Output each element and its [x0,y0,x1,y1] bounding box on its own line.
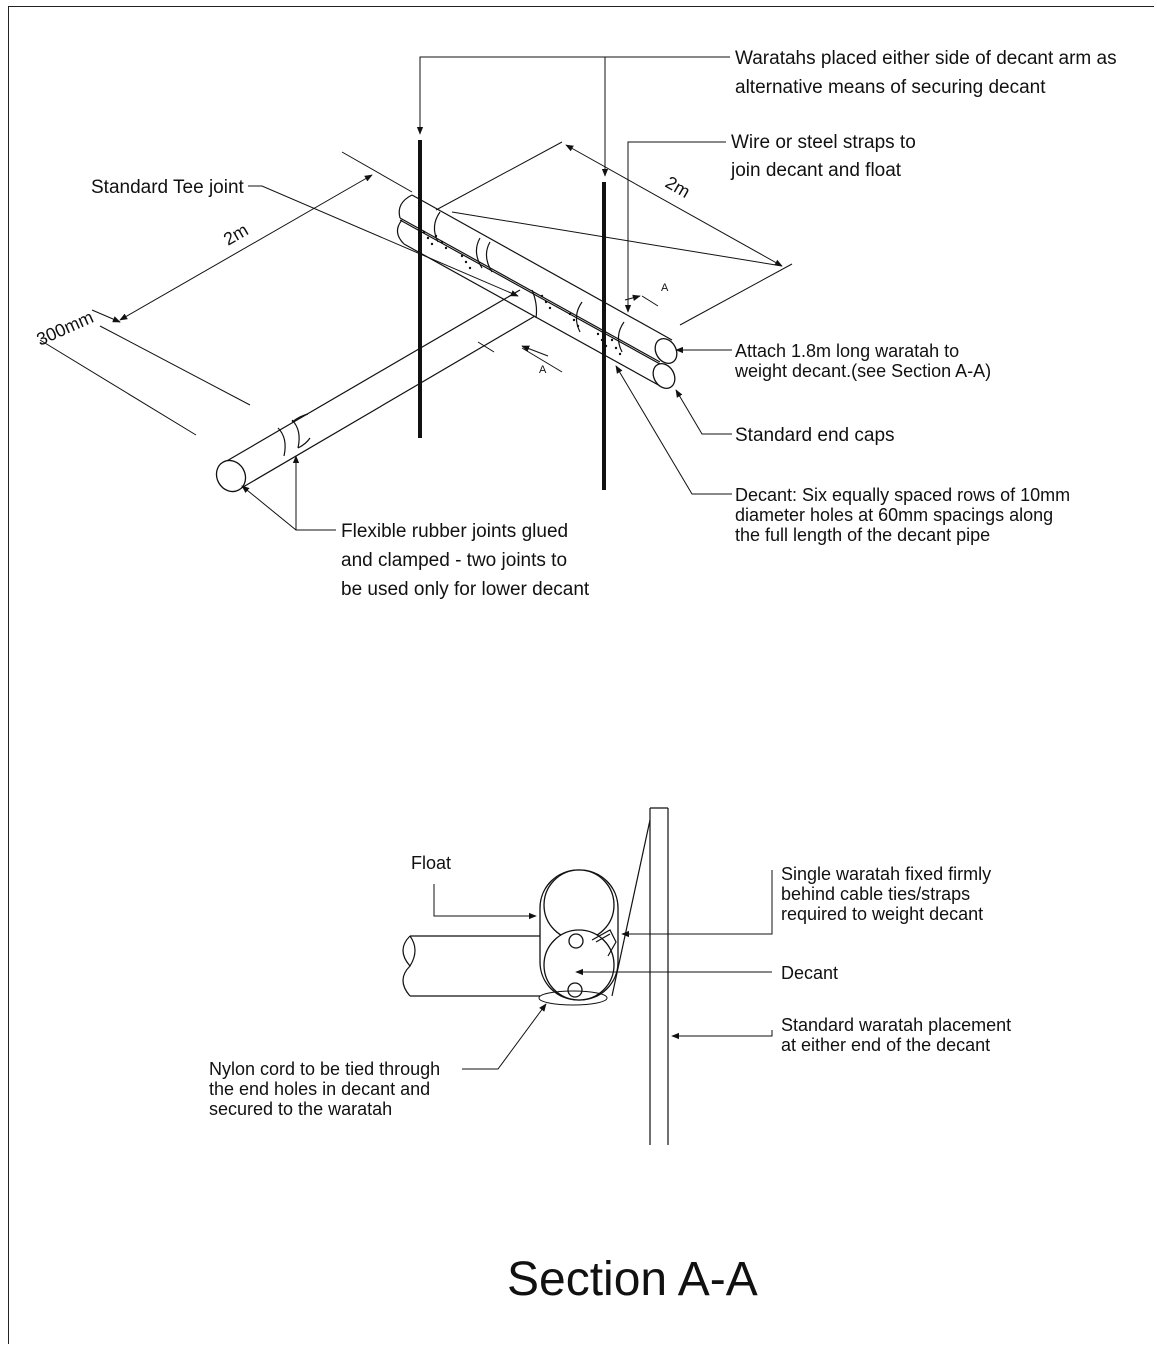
label-decant: Decant [781,963,838,983]
section-marker-a-lower: A [539,364,547,376]
label-flexible-joints-line1: Flexible rubber joints glued [341,521,568,542]
label-single-waratah-line2: behind cable ties/straps [781,884,970,904]
label-tee-joint: Standard Tee joint [91,177,245,198]
label-single-waratah-line1: Single waratah fixed firmly [781,864,991,884]
label-single-waratah-line3: required to weight decant [781,904,983,924]
label-straps-line1: Wire or steel straps to [731,132,916,153]
label-nylon-cord-line3: secured to the waratah [209,1099,392,1119]
waratah-post-left [418,140,422,438]
decant-circle [543,929,615,1001]
decant-arm-pipe [215,289,536,493]
section-marker-a-upper: A [661,282,669,294]
dimension-2m-left: 2m [220,220,252,250]
label-straps-line2: join decant and float [730,160,902,181]
label-waratahs-line1: Waratahs placed either side of decant ar… [735,48,1117,69]
dimension-300mm: 300mm [33,307,96,350]
label-decant-holes-line3: the full length of the decant pipe [735,525,990,545]
float-pipe-upper [398,194,678,364]
label-flexible-joints-line2: and clamped - two joints to [341,550,567,571]
waratah-post-right [602,182,606,490]
drawing-frame [8,6,1154,1344]
label-nylon-cord-line1: Nylon cord to be tied through [209,1059,440,1079]
dimension-2m-right: 2m [662,172,694,202]
label-standard-placement-line1: Standard waratah placement [781,1015,1011,1035]
label-nylon-cord-line2: the end holes in decant and [209,1079,430,1099]
label-attach-line2: weight decant.(see Section A-A) [734,361,991,381]
label-decant-holes-line1: Decant: Six equally spaced rows of 10mm [735,485,1070,505]
label-flexible-joints-line3: be used only for lower decant [341,579,590,600]
section-a-a-view: Float Single waratah fixed firmly behind… [209,807,1011,1306]
section-title: Section A-A [507,1253,758,1306]
label-waratahs-line2: alternative means of securing decant [735,77,1046,98]
isometric-view: Waratahs placed either side of decant ar… [33,48,1116,600]
label-end-caps: Standard end caps [735,425,895,446]
label-float: Float [411,853,451,873]
label-attach-line1: Attach 1.8m long waratah to [735,341,959,361]
decant-pipe-lower [396,219,676,389]
label-decant-holes-line2: diameter holes at 60mm spacings along [735,505,1053,525]
label-standard-placement-line2: at either end of the decant [781,1035,990,1055]
